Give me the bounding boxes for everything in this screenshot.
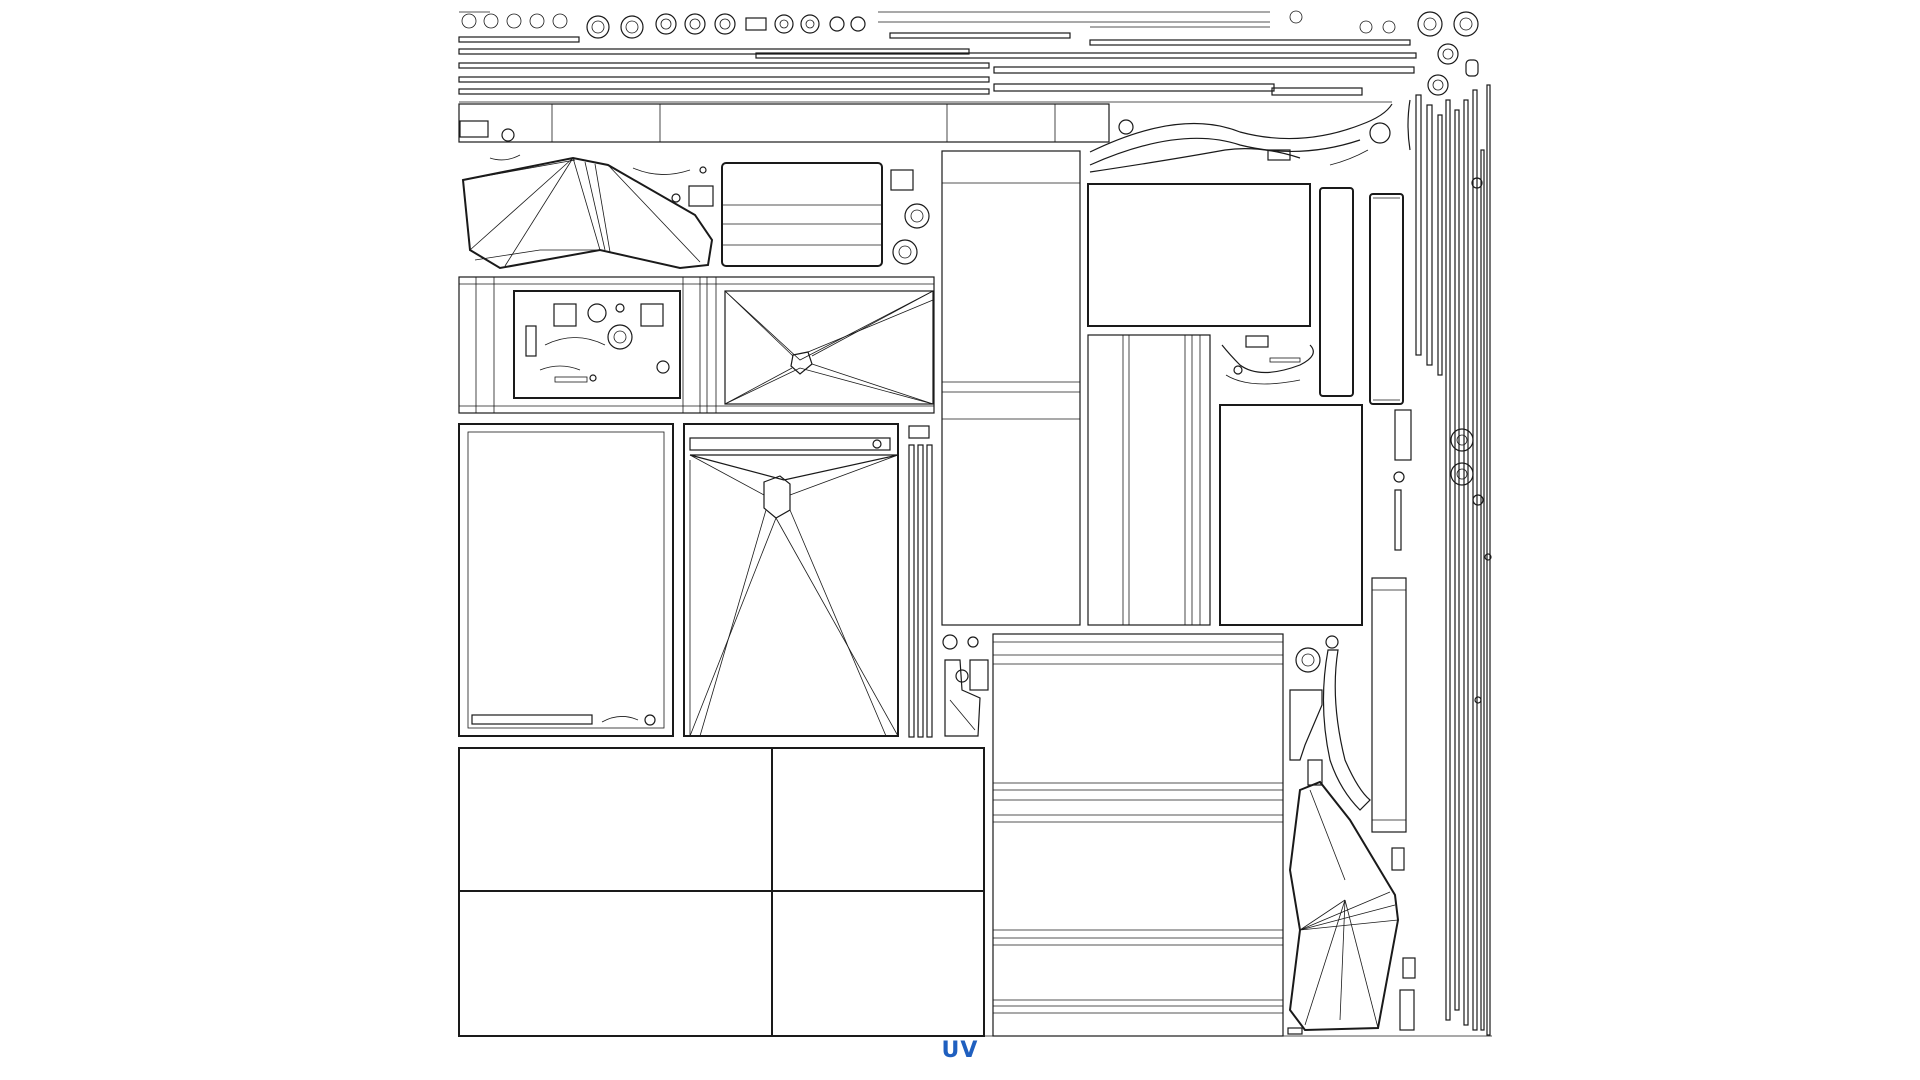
- uv-right-middle-panels: [1087, 334, 1363, 626]
- uv-center-tall-panel: [941, 150, 1081, 626]
- uv-thin-vertical-rails-left: [908, 425, 933, 738]
- uv-center-bottom-panel: [992, 633, 1284, 1037]
- uv-star-panel-piece: [724, 290, 934, 405]
- uv-caption-label: UV: [941, 1038, 979, 1063]
- uv-side-panel-left: [458, 423, 674, 737]
- uv-top-thin-strips: [458, 11, 1417, 103]
- uv-front-panel-detail: [458, 276, 935, 414]
- uv-right-lower-parts: [1287, 577, 1416, 1035]
- uv-side-panel-star: [683, 423, 899, 737]
- uv-top-right-curved-strips: [1089, 103, 1393, 173]
- uv-cable-tray-boxes: [688, 162, 930, 267]
- uv-top-long-bar: [458, 103, 1110, 143]
- uv-bottom-quad-panel: [458, 747, 985, 1037]
- uv-top-circle-row: [461, 10, 1479, 39]
- uv-bracket-small-parts: [942, 634, 989, 737]
- uv-far-right-vertical-strips: [1393, 43, 1492, 1036]
- uv-right-top-panel: [1087, 183, 1404, 405]
- uv-chassis-shell-piece: [461, 154, 714, 270]
